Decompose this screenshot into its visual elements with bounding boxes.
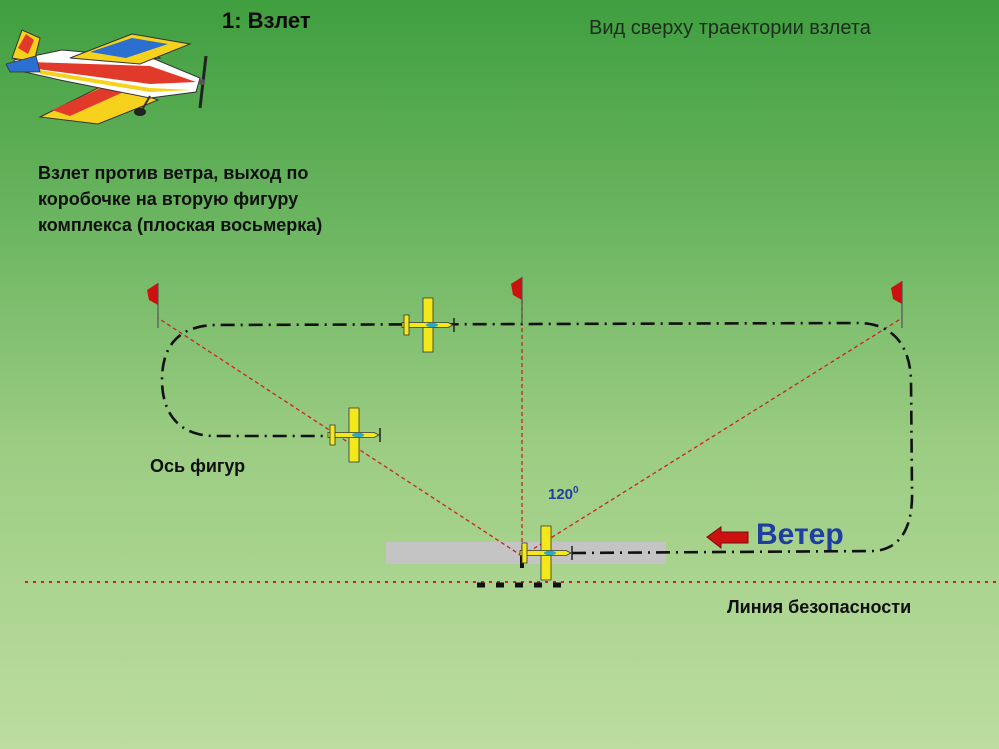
red-flag-icon (147, 283, 159, 328)
wind-arrow-icon (706, 526, 749, 550)
slide-subtitle: Вид сверху траектории взлета (589, 17, 871, 39)
description-line: комплекса (плоская восьмерка) (38, 215, 323, 235)
description-line: коробочке на вторую фигуру (38, 189, 299, 209)
red-flag-icon (511, 277, 523, 324)
aerobatic-airplane-icon (5, 29, 208, 125)
description: Взлет против ветра, выход по коробочке н… (38, 160, 418, 238)
axis-label: Ось фигур (150, 456, 246, 476)
airplane-top-view-icon (519, 525, 573, 581)
angle-value: 120 (548, 486, 574, 503)
slide-title: 1: Взлет (222, 8, 311, 33)
red-flag-icon (891, 281, 903, 328)
safety-line-label: Линия безопасности (727, 597, 912, 617)
airplane-top-view-icon (327, 407, 381, 463)
angle-unit: 0 (573, 485, 579, 496)
wind-label: Ветер (756, 518, 844, 551)
description-line: Взлет против ветра, выход по (38, 163, 309, 183)
airplane-top-view-icon (401, 297, 455, 353)
angle-label: 1200 (548, 485, 579, 503)
